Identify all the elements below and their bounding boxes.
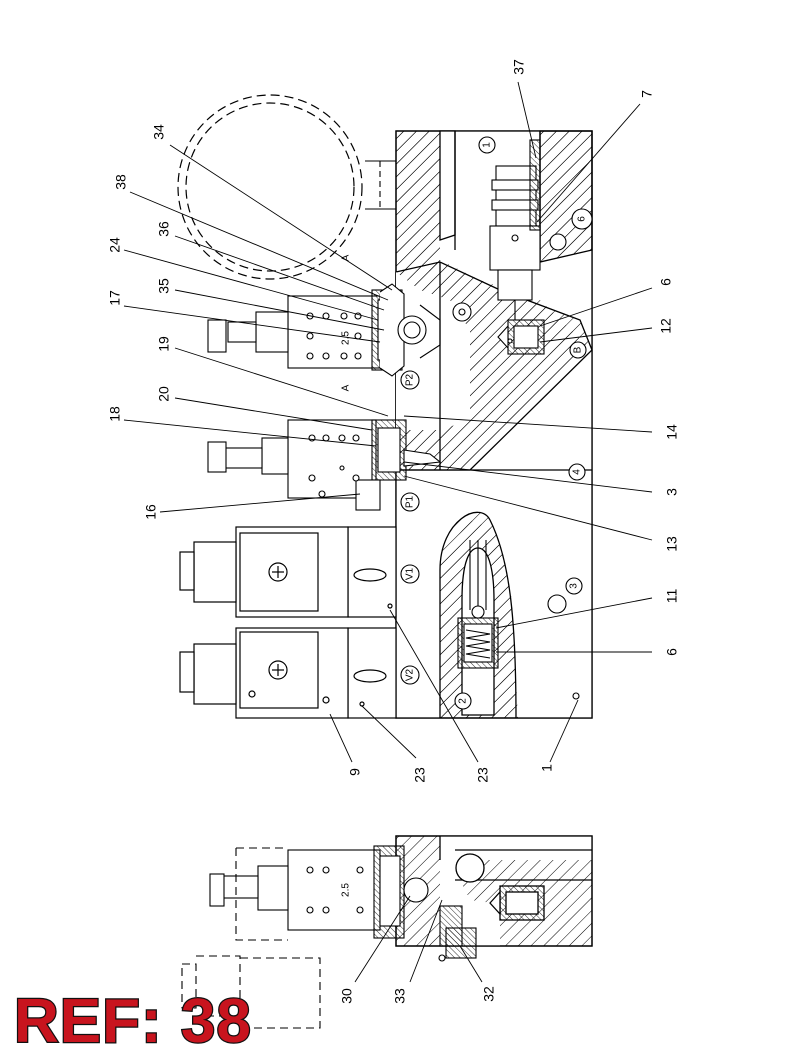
callout-30: 30 xyxy=(339,988,355,1004)
section-view-block xyxy=(395,835,593,947)
callout-18: 18 xyxy=(107,406,123,422)
callout-numbers: 37 7 34 38 36 24 35 17 19 20 18 16 6 12 … xyxy=(107,59,680,1004)
solenoid-v2 xyxy=(179,627,397,719)
callout-9: 9 xyxy=(347,768,363,776)
callout-33: 33 xyxy=(392,988,408,1004)
callout-32: 32 xyxy=(481,986,497,1002)
callout-24: 24 xyxy=(107,237,123,253)
section-label-A-top: A xyxy=(341,254,352,261)
port-label-B: B xyxy=(573,346,584,353)
callout-11: 11 xyxy=(664,589,680,604)
callout-16: 16 xyxy=(143,504,159,520)
callout-17: 17 xyxy=(107,290,123,306)
callout-38: 38 xyxy=(113,174,129,190)
callout-6-lower: 6 xyxy=(664,648,680,656)
callout-23-left: 23 xyxy=(412,767,428,783)
dimension-label-main: 2.5 xyxy=(341,331,352,345)
check-valve-6-12 xyxy=(497,319,545,355)
section-dashed-outline xyxy=(181,847,321,1029)
callout-35: 35 xyxy=(156,278,172,294)
inner-labels: 1 6 B 4 3 2 P2 P1 V1 V2 A A 2.5 2.5 xyxy=(341,142,588,897)
port-markers xyxy=(400,136,593,710)
port-label-P2: P2 xyxy=(405,373,416,386)
leader-lines xyxy=(123,81,653,983)
mounting-stubs xyxy=(365,160,396,210)
callout-37: 37 xyxy=(511,59,527,75)
section-valve xyxy=(209,845,477,962)
solenoid-v1 xyxy=(179,526,397,618)
port-label-3: 3 xyxy=(569,583,580,589)
ref-badge: REF: 38 xyxy=(14,987,252,1053)
callout-13: 13 xyxy=(664,536,680,552)
port-label-2: 2 xyxy=(458,698,469,704)
port-label-1: 1 xyxy=(482,142,493,148)
callout-23-right: 23 xyxy=(475,767,491,783)
check-valve-assembly-top xyxy=(489,139,541,320)
dashed-accumulator-outline xyxy=(177,94,363,280)
callout-1: 1 xyxy=(539,764,555,772)
pressure-valve-lower xyxy=(207,419,442,511)
callout-19: 19 xyxy=(156,336,172,352)
callout-20: 20 xyxy=(156,386,172,402)
port-label-4: 4 xyxy=(572,469,583,475)
section-label-A-left: A xyxy=(341,384,352,391)
callout-12: 12 xyxy=(658,318,674,334)
dimension-label-lower: 2.5 xyxy=(341,883,352,897)
callout-36: 36 xyxy=(156,221,172,237)
callout-6-upper: 6 xyxy=(658,278,674,286)
port-label-V2: V2 xyxy=(405,668,416,681)
port-label-P1: P1 xyxy=(405,495,416,508)
spring-valve-11 xyxy=(457,540,499,669)
callout-14: 14 xyxy=(664,424,680,440)
callout-34: 34 xyxy=(151,124,167,140)
port-label-V1: V1 xyxy=(405,567,416,580)
callout-3: 3 xyxy=(664,488,680,496)
callout-7: 7 xyxy=(639,90,655,98)
port-label-6: 6 xyxy=(577,216,588,222)
